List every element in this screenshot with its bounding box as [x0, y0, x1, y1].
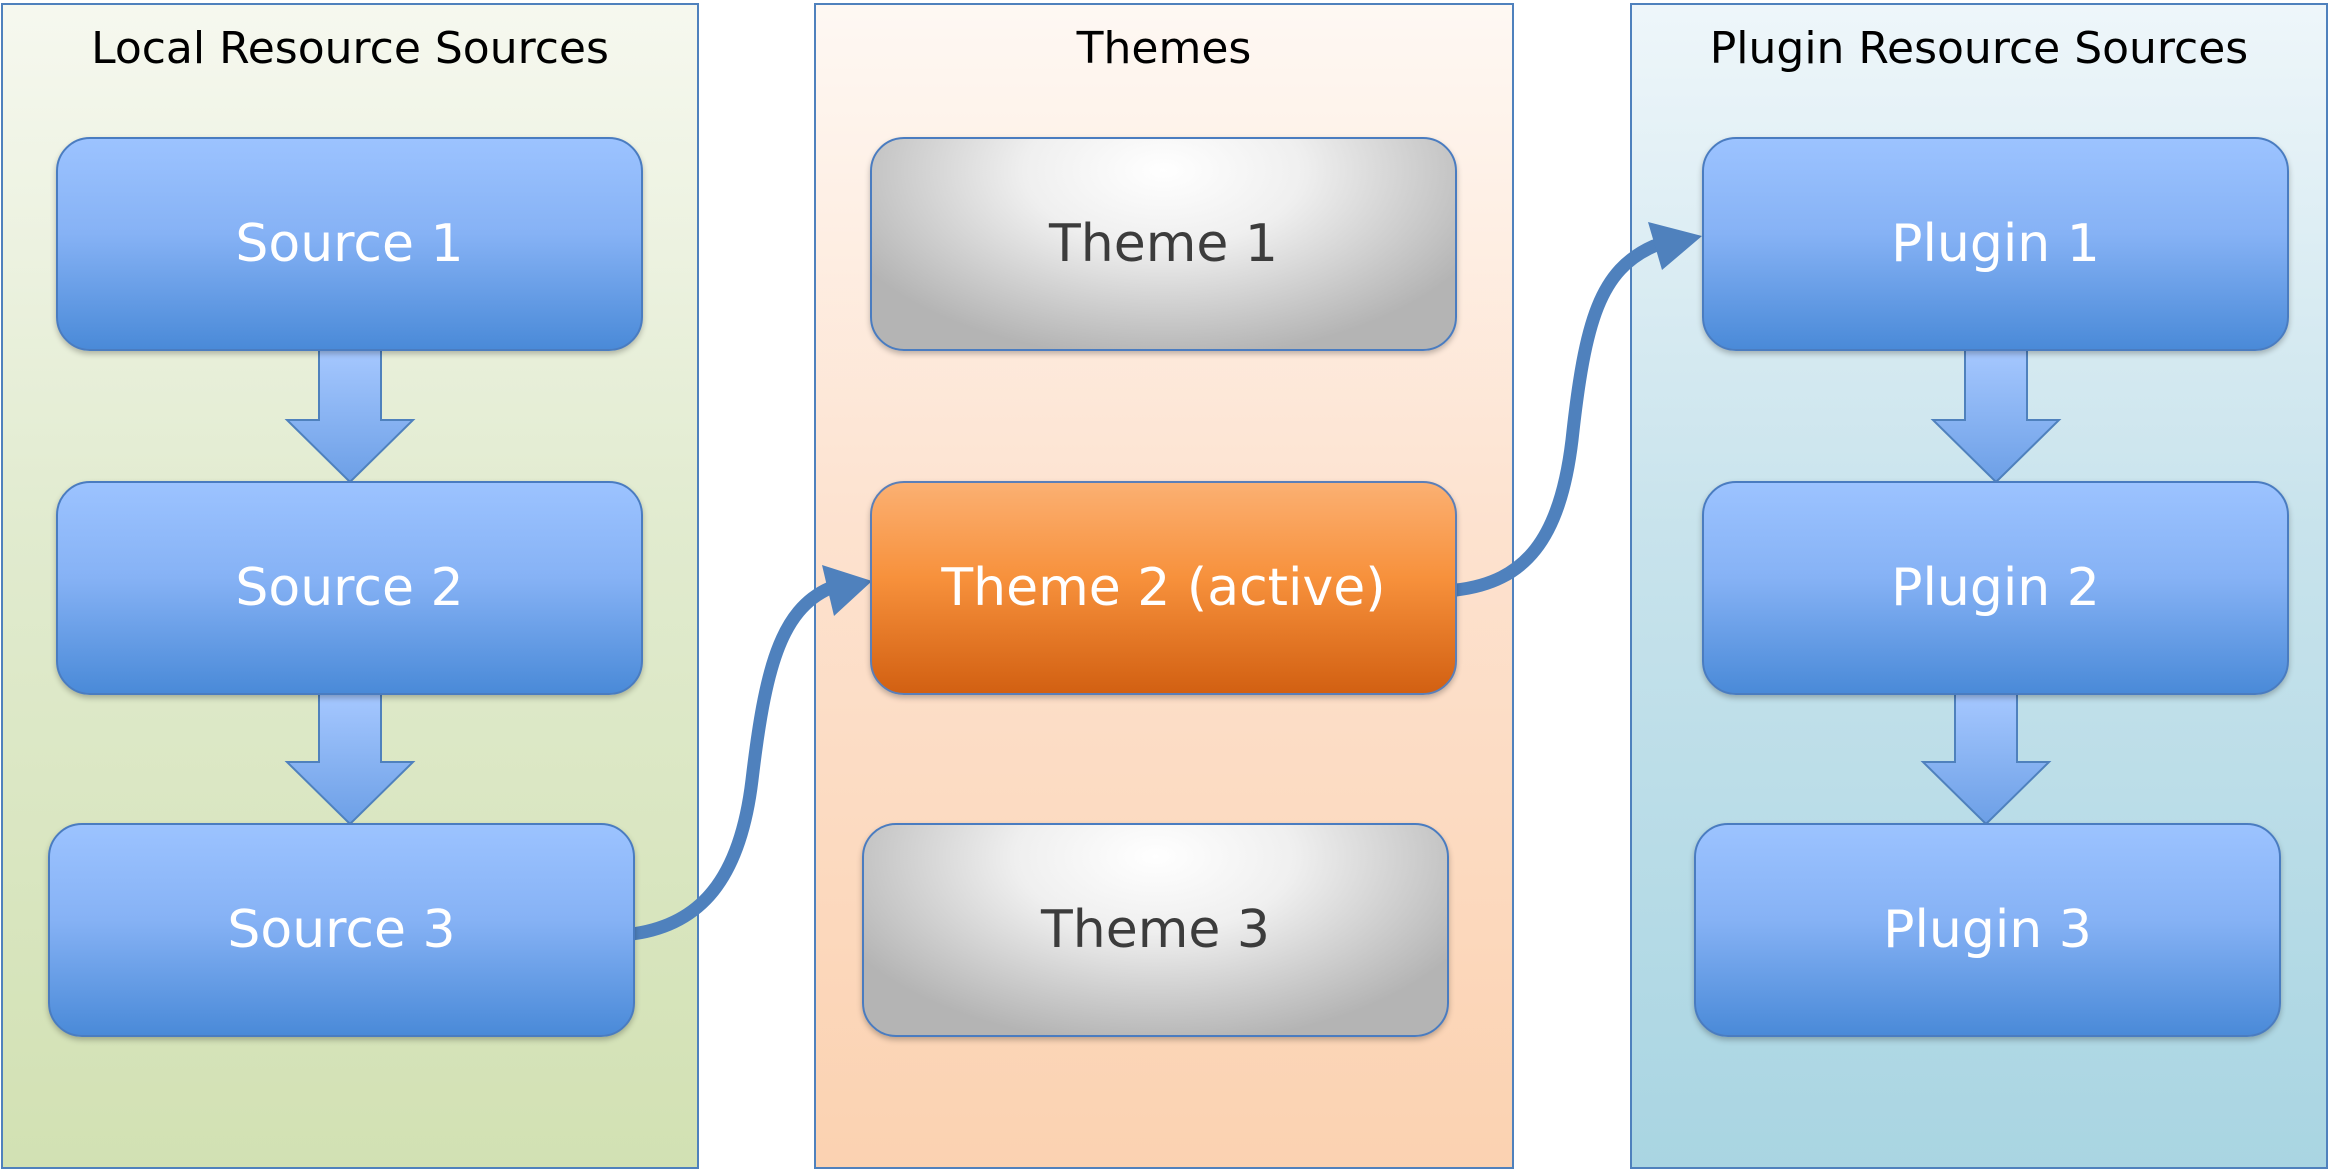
curved-arrow-theme2-to-plugin1 — [1449, 239, 1661, 597]
curved-arrow-head-theme2-to-plugin1 — [1648, 222, 1702, 270]
down-arrow-source2-source3 — [284, 693, 416, 826]
plugin-1-box[interactable]: Plugin 1 — [1702, 137, 2289, 351]
theme-1-box[interactable]: Theme 1 — [870, 137, 1457, 351]
source-1-box[interactable]: Source 1 — [56, 137, 643, 351]
source-3-box[interactable]: Source 3 — [48, 823, 635, 1037]
down-arrow-plugin2-plugin3 — [1920, 693, 2052, 826]
source-2-box[interactable]: Source 2 — [56, 481, 643, 695]
local-panel-title: Local Resource Sources — [91, 23, 609, 74]
plugin-panel-title: Plugin Resource Sources — [1709, 23, 2249, 74]
curved-arrow-source3-to-theme2 — [625, 581, 837, 941]
curved-arrow-head-source3-to-theme2 — [822, 565, 872, 616]
theme-3-box[interactable]: Theme 3 — [862, 823, 1449, 1037]
down-arrow-plugin1-plugin2 — [1930, 349, 2062, 484]
themes-panel-title: Themes — [1076, 23, 1252, 74]
plugin-2-box[interactable]: Plugin 2 — [1702, 481, 2289, 695]
theme-2-active-box[interactable]: Theme 2 (active) — [870, 481, 1457, 695]
down-arrow-source1-source2 — [284, 349, 416, 484]
plugin-3-box[interactable]: Plugin 3 — [1694, 823, 2281, 1037]
